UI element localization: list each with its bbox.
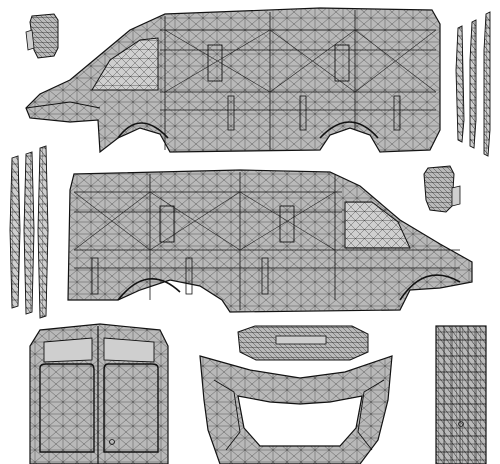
rear-bumper [237,325,369,361]
mirror-top-left [25,13,59,59]
side-panel-left [67,169,473,313]
side-panel-right [25,7,441,154]
trim-strips-top-right [455,11,491,157]
trim-strips-left [9,145,49,319]
grille-panel [435,325,487,464]
rear-doors [29,323,169,464]
mirror-middle-right [423,165,461,213]
front-bumper [199,355,393,464]
